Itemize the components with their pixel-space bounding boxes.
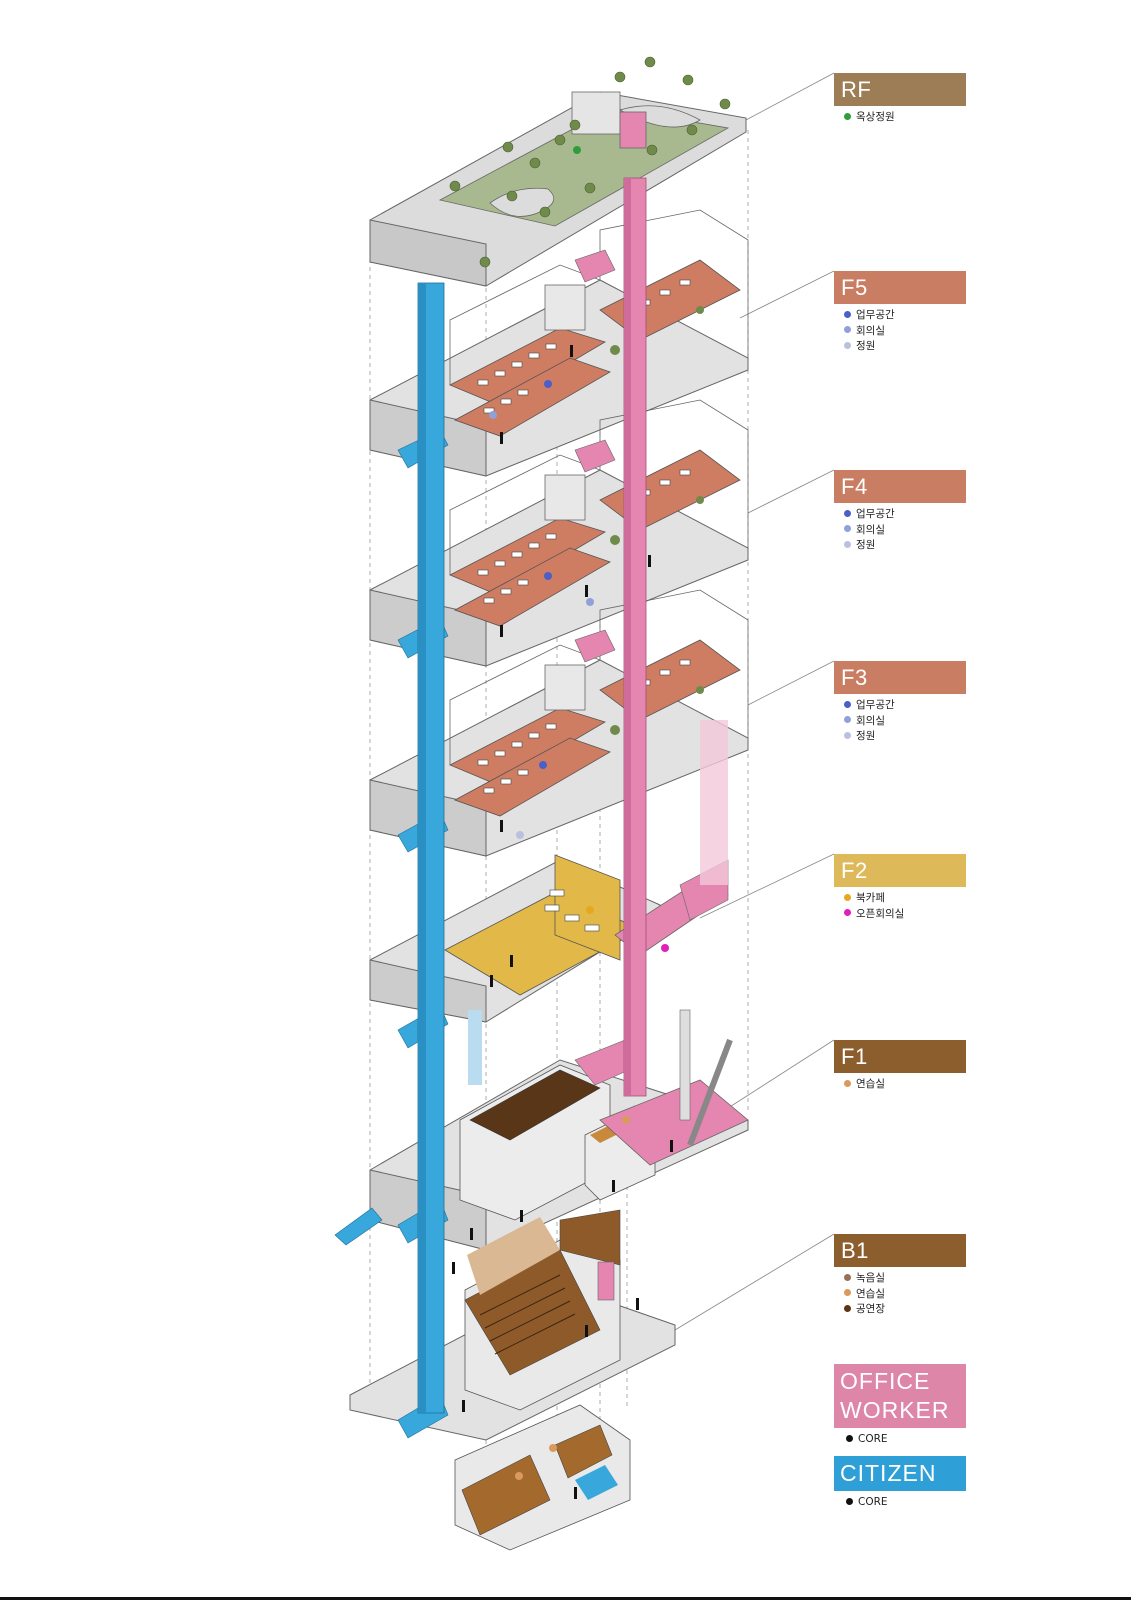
- legend-item: 회의실: [834, 714, 966, 730]
- floor-label-f5: F5: [834, 271, 966, 304]
- legend-item: 정원: [834, 538, 966, 554]
- floor-rf: [369, 56, 747, 287]
- floor-label-f4: F4: [834, 470, 966, 503]
- legend-dot-icon: [844, 112, 851, 120]
- legend-item-label: 정원: [856, 539, 876, 551]
- legend-item: 녹음실: [834, 1271, 966, 1287]
- legend-item-label: CORE: [858, 1496, 888, 1508]
- legend-rf: RF 옥상정원: [834, 73, 966, 126]
- floor-f1: [334, 1009, 749, 1251]
- legend-item: 업무공간: [834, 308, 966, 324]
- legend-item: 연습실: [834, 1077, 966, 1093]
- legend-dot-icon: [844, 326, 851, 333]
- legend-dot-icon: [844, 1273, 851, 1281]
- leader-lines: [674, 72, 835, 1331]
- bottom-border: [0, 1597, 1131, 1600]
- legend-f5: F5 업무공간 회의실 정원: [834, 271, 966, 355]
- legend-item-label: 회의실: [856, 523, 885, 536]
- floor-label-b1: B1: [834, 1234, 966, 1267]
- legend-dot-icon: [844, 716, 851, 723]
- legend-dot-icon: [844, 893, 851, 901]
- legend-b1: B1 녹음실 연습실 공연장: [834, 1234, 966, 1318]
- legend-item: 정원: [834, 339, 966, 355]
- legend-item-label: 업무공간: [856, 508, 895, 520]
- legend-item-label: 업무공간: [856, 699, 895, 711]
- legend-item: 회의실: [834, 523, 966, 539]
- legend-dot-icon: [844, 341, 851, 349]
- legend-dot-icon: [846, 1434, 853, 1442]
- legend-item-label: 정원: [856, 730, 876, 742]
- legend-item-label: 정원: [856, 340, 876, 352]
- floor-label-f1: F1: [834, 1040, 966, 1073]
- legend-f1: F1 연습실: [834, 1040, 966, 1093]
- legend-item-label: 녹음실: [856, 1272, 885, 1284]
- legend-office-worker: OFFICE WORKER CORE: [834, 1364, 966, 1448]
- legend-dot-icon: [844, 509, 851, 517]
- office-worker-line2: WORKER: [840, 1397, 950, 1423]
- legend-dot-icon: [844, 310, 851, 318]
- floor-label-rf: RF: [834, 73, 966, 106]
- legend-item: 업무공간: [834, 698, 966, 714]
- legend-dot-icon: [844, 700, 851, 708]
- program-dots: [489, 146, 669, 1480]
- legend-item: 오픈회의실: [834, 907, 966, 923]
- legend-f4: F4 업무공간 회의실 정원: [834, 470, 966, 554]
- floor-b1: [349, 1209, 676, 1441]
- legend-dot-icon: [844, 1079, 851, 1087]
- legend-item-label: 오픈회의실: [856, 907, 905, 920]
- rooftop-trees: [449, 56, 731, 268]
- floor-label-f3: F3: [834, 661, 966, 694]
- legend-item-label: CORE: [858, 1433, 888, 1445]
- office-worker-label: OFFICE WORKER: [834, 1364, 966, 1428]
- legend-item: 업무공간: [834, 507, 966, 523]
- office-worker-line1: OFFICE: [840, 1368, 931, 1394]
- legend-item: CORE: [834, 1428, 966, 1448]
- floor-label-f2: F2: [834, 854, 966, 887]
- people: [452, 345, 673, 1499]
- legend-item-label: 연습실: [856, 1078, 885, 1090]
- legend-dot-icon: [844, 525, 851, 532]
- legend-f2: F2 북카페 오픈회의실: [834, 854, 966, 922]
- legend-dot-icon: [844, 731, 851, 739]
- legend-item-label: 연습실: [856, 1287, 885, 1300]
- legend-item: 공연장: [834, 1302, 966, 1318]
- legend-citizen: CITIZEN CORE: [834, 1456, 966, 1511]
- legend-dot-icon: [844, 540, 851, 548]
- legend-f3: F3 업무공간 회의실 정원: [834, 661, 966, 745]
- legend-dot-icon: [846, 1497, 853, 1505]
- legend-item-label: 회의실: [856, 714, 885, 727]
- legend-dot-icon: [844, 1289, 851, 1296]
- citizen-core: [417, 282, 445, 1414]
- office-worker-core: [623, 177, 647, 1097]
- legend-item: 옥상정원: [834, 110, 966, 126]
- legend-dot-icon: [844, 1304, 851, 1312]
- lower-basement: [454, 1404, 631, 1551]
- legend-item: 회의실: [834, 324, 966, 340]
- legend-item: 정원: [834, 729, 966, 745]
- legend-item-label: 옥상정원: [856, 111, 895, 123]
- legend-item-label: 업무공간: [856, 309, 895, 321]
- citizen-label: CITIZEN: [834, 1456, 966, 1491]
- legend-item-label: 북카페: [856, 892, 885, 904]
- legend-item: CORE: [834, 1491, 966, 1511]
- legend-item-label: 회의실: [856, 324, 885, 337]
- legend-item: 연습실: [834, 1287, 966, 1303]
- legend-item-label: 공연장: [856, 1303, 885, 1315]
- legend-dot-icon: [844, 909, 851, 916]
- legend-item: 북카페: [834, 891, 966, 907]
